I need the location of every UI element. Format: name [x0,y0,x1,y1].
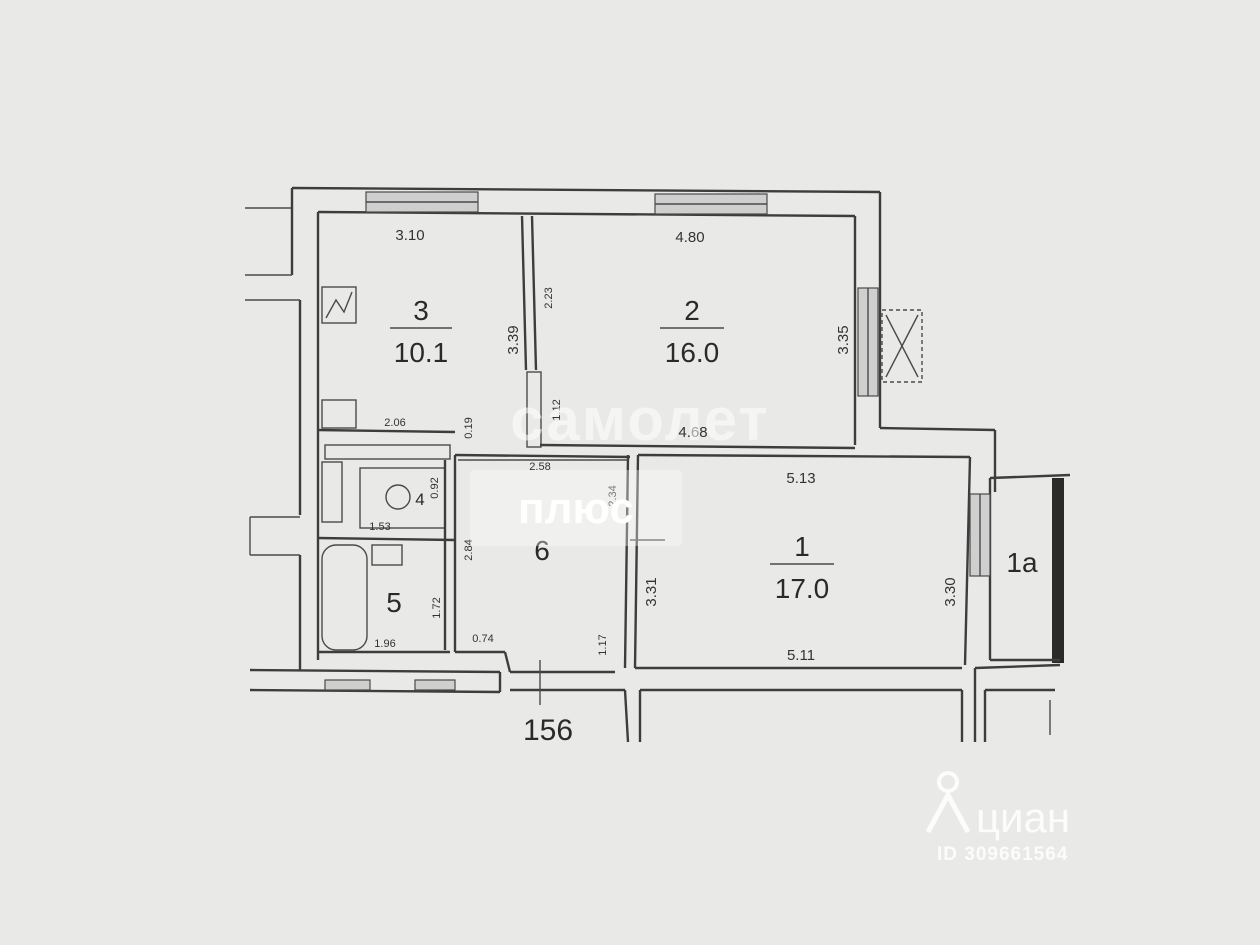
dim-room3-top: 3.10 [395,227,424,244]
room-1-area: 17.0 [775,573,830,604]
room-3-number: 3 [413,295,429,326]
room-6-number: 6 [534,535,550,566]
cian-logo-icon [925,771,971,834]
room-2-number: 2 [684,295,700,326]
dim-hall-top: 2.58 [529,461,550,473]
room-1-number: 1 [794,531,810,562]
room-4-number: 4 [415,490,424,509]
dim-hall-lower-right: 1.17 [597,634,609,655]
dim-hall-right: 2.34 [607,485,619,506]
kitchen-sink [321,399,357,429]
balcony-rail [1052,478,1064,663]
dim-room2-small: 1.12 [551,399,563,420]
dim-room1-right: 3.30 [942,577,959,606]
room-5-number: 5 [386,587,402,618]
stove-symbol [321,286,357,324]
dim-wc-bottom: 1.53 [369,521,390,533]
dim-room2-bottom: 4.68 [678,424,707,441]
dim-room1-bottom: 5.11 [787,647,815,664]
cian-id-watermark: ID 309661564 [937,844,1068,865]
dimension-labels: 3.10 3.39 2.06 4.80 2.23 3.35 4.68 1.12 … [369,227,959,747]
dimension-ticks [458,459,665,705]
room-labels: 3 10.1 2 16.0 1 17.0 1а 4 5 6 [386,295,1038,618]
toilet-symbol [385,484,411,510]
room-1a-number: 1а [1006,547,1038,578]
dim-hall-bottom: 0.74 [472,633,493,645]
dim-hall-left: 2.84 [463,539,475,560]
shaft-symbol [321,461,343,523]
windows [324,191,991,691]
cian-watermark: циан [976,794,1070,841]
fixtures [321,286,411,651]
dim-room3-side: 3.39 [505,325,522,354]
dim-room2-top: 4.80 [675,229,704,246]
samolet-watermark: самолет [510,386,770,453]
dim-room1-top: 5.13 [786,470,815,487]
dim-room3-bottom: 2.06 [384,417,405,429]
plus-watermark-box [470,470,682,546]
dim-bath-side: 1.72 [431,597,443,618]
dim-bath-bottom: 1.96 [374,638,395,650]
gas-symbol [325,291,353,319]
room-3-area: 10.1 [394,337,449,368]
plus-watermark: плюс [518,484,634,533]
watermarks: самолет плюс циан ID 309661564 [470,386,1070,865]
plan-number: 156 [523,714,573,747]
dim-room2-right: 3.35 [835,325,852,354]
dim-wc-top: 0.19 [463,417,475,438]
dim-room2-left: 2.23 [543,287,555,308]
room-2-area: 16.0 [665,337,720,368]
dim-room1-left: 3.31 [643,577,660,606]
bathtub-symbol [321,544,368,651]
washbasin-symbol [371,544,403,566]
walls [245,186,1071,743]
dim-wc-side: 0.92 [429,477,441,498]
